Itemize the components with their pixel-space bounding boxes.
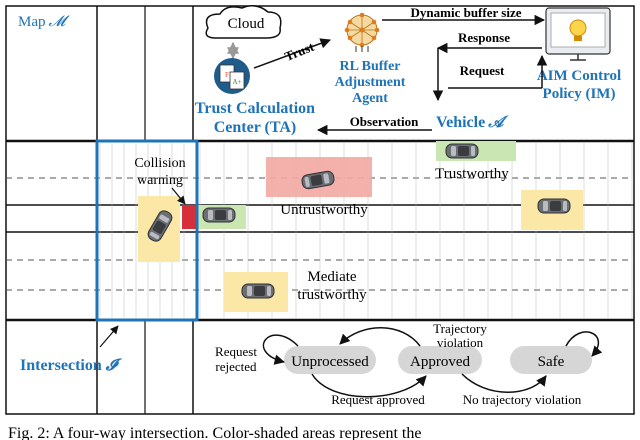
car-mediate-right xyxy=(537,198,571,214)
svg-text:F: F xyxy=(225,71,229,79)
state-unprocessed xyxy=(284,346,376,374)
cloud-label: Cloud xyxy=(228,16,265,32)
trust-arrow-label: Trust xyxy=(283,39,317,64)
request-rejected-label-1: Request xyxy=(215,344,257,359)
response-label: Response xyxy=(458,30,510,45)
car-mediate-bottom xyxy=(241,283,275,299)
approve-arrow xyxy=(311,373,427,398)
trajectory-violation-label-1: Trajectory xyxy=(433,321,487,336)
collision-block xyxy=(182,205,196,229)
state-unprocessed-label: Unprocessed xyxy=(291,354,369,370)
safe-loop-arrow xyxy=(565,331,603,357)
trustworthy-label: Trustworthy xyxy=(435,166,509,182)
intersection-box xyxy=(95,139,199,322)
svg-text:A+: A+ xyxy=(232,78,241,86)
neural-network-icon xyxy=(344,12,380,52)
collision-label-1: Collision xyxy=(134,156,185,171)
rl-agent-label-3: Agent xyxy=(352,91,388,106)
untrustworthy-label: Untrustworthy xyxy=(280,202,368,218)
intersection-pointer xyxy=(99,325,119,348)
aim-label-1: AIM Control xyxy=(537,68,621,84)
dynamic-buffer-label: Dynamic buffer size xyxy=(411,5,522,20)
request-label: Request xyxy=(460,63,505,78)
observation-label: Observation xyxy=(350,114,419,129)
trajectory-violation-label-2: violation xyxy=(437,335,484,350)
trust-center-label-2: Center (TA) xyxy=(214,119,297,136)
car-trustworthy xyxy=(445,143,479,159)
car-behind-collision xyxy=(202,207,236,223)
aim-label-2: Policy (IM) xyxy=(543,86,616,102)
state-safe xyxy=(510,346,592,374)
rl-agent-label-2: Adjustment xyxy=(335,75,406,90)
aim-monitor-icon xyxy=(545,7,611,61)
no-violation-arrow xyxy=(461,373,547,393)
violation-arrow xyxy=(339,327,421,347)
request-rejected-label-2: rejected xyxy=(215,359,257,374)
mediate-label-1: Mediate xyxy=(307,269,356,285)
cloud-icon xyxy=(205,5,282,39)
rl-agent-label-1: RL Buffer xyxy=(339,59,400,74)
trust-center-label-1: Trust Calculation xyxy=(195,100,315,117)
state-machine: Unprocessed Approved Safe Request reject… xyxy=(215,321,603,407)
state-approved xyxy=(398,346,482,374)
no-violation-label: No trajectory violation xyxy=(463,392,582,407)
collision-label-2: warning xyxy=(137,173,183,188)
trust-arrow xyxy=(253,38,331,69)
collision-arrow xyxy=(171,187,186,205)
figure-caption: Fig. 2: A four-way intersection. Color-s… xyxy=(8,425,421,440)
system-overview: Cloud F A+ Trust Calculation Center (TA)… xyxy=(195,5,621,136)
reject-loop-arrow xyxy=(262,334,299,365)
request-approved-label: Request approved xyxy=(331,392,425,407)
state-approved-label: Approved xyxy=(410,354,470,370)
mediate-label-2: trustworthy xyxy=(297,287,367,303)
state-safe-label: Safe xyxy=(538,354,565,370)
